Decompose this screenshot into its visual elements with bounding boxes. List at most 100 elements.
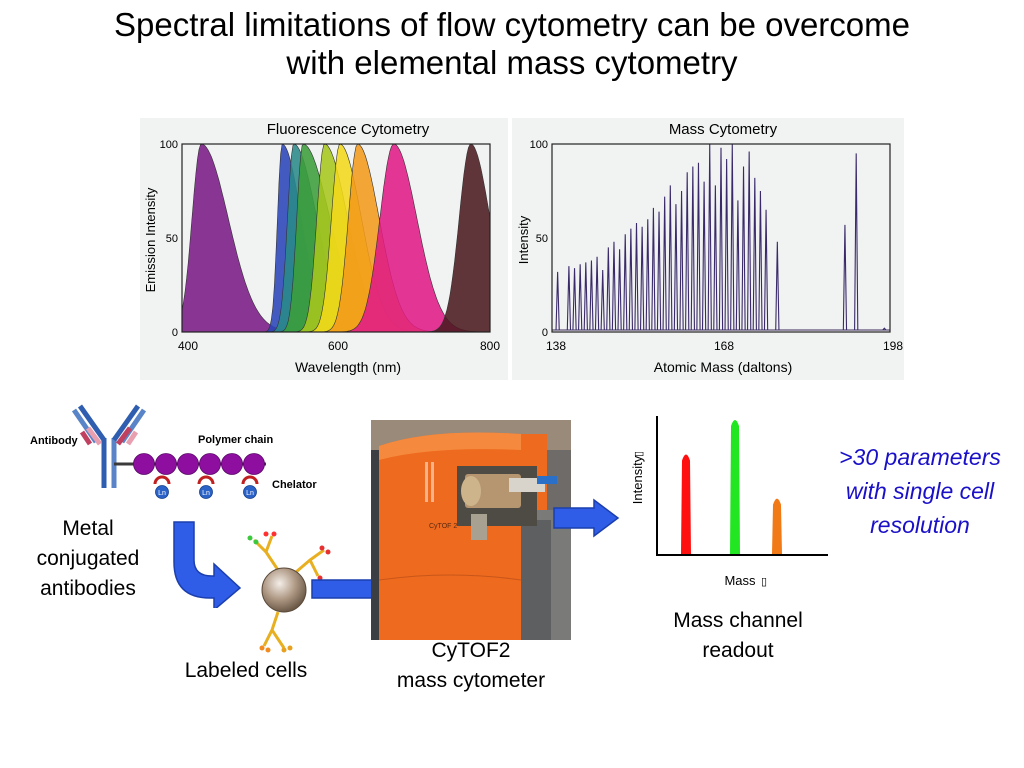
mass-peak-37 — [763, 209, 769, 331]
polymer-bead-4 — [199, 453, 221, 475]
mass-ytick-100: 100 — [530, 139, 548, 151]
mass-chart-panel: Mass Cytometry Intensity Atomic Mass (da… — [512, 118, 904, 380]
readout-xlabel-glyph: ▯ — [761, 576, 767, 588]
lanthanide-icon-2 — [199, 485, 213, 499]
mass-xtick-198: 198 — [883, 339, 903, 353]
parameters-note: >30 parameters with single cell resoluti… — [818, 440, 1022, 542]
fluor-xtick-600: 600 — [328, 339, 348, 353]
arrow-to-readout — [553, 498, 620, 538]
cytof2-caption-line-1: CyTOF2 — [431, 639, 511, 662]
mass-peak-26 — [701, 181, 707, 331]
fluor-xlabel: Wavelength (nm) — [295, 359, 401, 375]
caption-line-2: conjugated — [36, 547, 140, 570]
mass-peak-32 — [735, 200, 741, 331]
mass-peak-38 — [775, 241, 780, 331]
readout-peak-1 — [681, 454, 691, 554]
fluor-xtick-400: 400 — [178, 339, 198, 353]
mass-chart: Mass Cytometry Intensity Atomic Mass (da… — [516, 121, 903, 375]
mass-peak-14 — [634, 222, 639, 331]
labeled-cells-caption: Labeled cells — [184, 659, 308, 682]
ln-label-1: Ln — [158, 490, 166, 497]
lanthanide-icon-1 — [155, 485, 169, 499]
mass-title: Mass Cytometry — [669, 121, 778, 138]
mass-xtick-138: 138 — [546, 339, 566, 353]
mass-peak-36 — [758, 190, 763, 331]
readout-caption-line-2: readout — [702, 639, 774, 662]
mass-peak-19 — [662, 196, 667, 331]
fluor-xtick-800: 800 — [480, 339, 500, 353]
lanthanide-icon-3 — [243, 485, 257, 499]
mass-peak-7 — [594, 256, 600, 331]
metal-conjugated-antibodies-caption: Metal conjugated antibodies — [20, 514, 156, 604]
note-line-3: resolution — [870, 512, 970, 538]
cytof2-caption: CyTOF2 mass cytometer — [378, 636, 564, 696]
readout-peak-2 — [730, 420, 740, 554]
ln-label-3: Ln — [246, 490, 254, 497]
mass-peak-4 — [578, 264, 583, 331]
mass-peak-2 — [566, 266, 572, 331]
mass-xlabel: Atomic Mass (daltons) — [654, 359, 792, 375]
fluor-ytick-100: 100 — [160, 139, 178, 151]
mass-peak-8 — [600, 269, 605, 331]
readout-peak-3 — [772, 498, 782, 554]
fluor-title: Fluorescence Cytometry — [267, 121, 430, 138]
mass-peak-41 — [882, 327, 887, 331]
antibody-label: Antibody — [30, 435, 79, 447]
mass-peak-15 — [639, 226, 645, 331]
fluorescence-chart: Fluorescence Cytometry Emission Intensit… — [143, 121, 500, 375]
caption-line-3: antibodies — [40, 577, 136, 600]
polymer-bead-6 — [243, 453, 265, 475]
mass-axes-box — [551, 143, 891, 333]
chelator-icon-3 — [241, 475, 259, 485]
mass-ylabel: Intensity — [516, 215, 531, 264]
mass-peak-10 — [611, 241, 617, 331]
fluor-ylabel: Emission Intensity — [143, 187, 158, 292]
polymer-bead-2 — [155, 453, 177, 475]
mass-peak-40 — [854, 153, 859, 331]
mass-peak-9 — [606, 247, 611, 331]
mass-peak-13 — [628, 228, 634, 331]
polymer-chain-label: Polymer chain — [198, 434, 273, 446]
mass-peak-23 — [685, 172, 690, 331]
chelator-label: Chelator — [272, 479, 317, 491]
mass-ytick-0: 0 — [542, 327, 548, 339]
polymer-bead-3 — [177, 453, 199, 475]
mass-peak-3 — [572, 268, 577, 331]
curved-arrow — [173, 521, 242, 608]
mass-channel-readout-chart: Intensity ▯ Mass ▯ — [630, 416, 828, 588]
fluor-ytick-0: 0 — [172, 327, 178, 339]
mass-peak-35 — [752, 177, 757, 331]
mass-ytick-50: 50 — [536, 233, 548, 245]
mass-peak-30 — [724, 159, 729, 331]
title-line-1: Spectral limitations of flow cytometry c… — [114, 6, 910, 43]
readout-xlabel: Mass — [724, 573, 756, 588]
cytof2-instrument: CyTOF 2 — [371, 420, 571, 640]
mass-peak-17 — [651, 207, 656, 331]
mass-peak-22 — [679, 190, 684, 331]
slide-title: Spectral limitations of flow cytometry c… — [20, 6, 1004, 82]
mass-peak-20 — [668, 185, 673, 331]
mass-peak-24 — [690, 166, 695, 331]
fluorescence-chart-panel: Fluorescence Cytometry Emission Intensit… — [140, 118, 508, 380]
note-line-1: >30 parameters — [839, 444, 1001, 470]
chelator-icon-2 — [197, 475, 215, 485]
cell-icon — [261, 567, 307, 613]
cytof-device-label: CyTOF 2 — [429, 523, 457, 530]
fluor-ytick-50: 50 — [166, 233, 178, 245]
mass-peak-5 — [583, 262, 588, 331]
mass-peak-18 — [656, 211, 662, 331]
readout-caption-line-1: Mass channel — [673, 609, 803, 632]
mass-peak-6 — [589, 260, 594, 331]
mass-channel-readout-caption: Mass channel readout — [648, 606, 828, 666]
polymer-bead-5 — [221, 453, 243, 475]
caption-line-1: Metal — [62, 517, 114, 540]
mass-peak-34 — [747, 151, 752, 331]
polymer-bead-1 — [133, 453, 155, 475]
mass-peak-39 — [842, 224, 848, 331]
mass-peak-25 — [696, 162, 701, 331]
mass-peak-16 — [645, 219, 650, 331]
readout-ylabel: Intensity — [630, 455, 645, 504]
mass-peak-29 — [718, 147, 724, 331]
mass-peak-28 — [713, 185, 718, 331]
